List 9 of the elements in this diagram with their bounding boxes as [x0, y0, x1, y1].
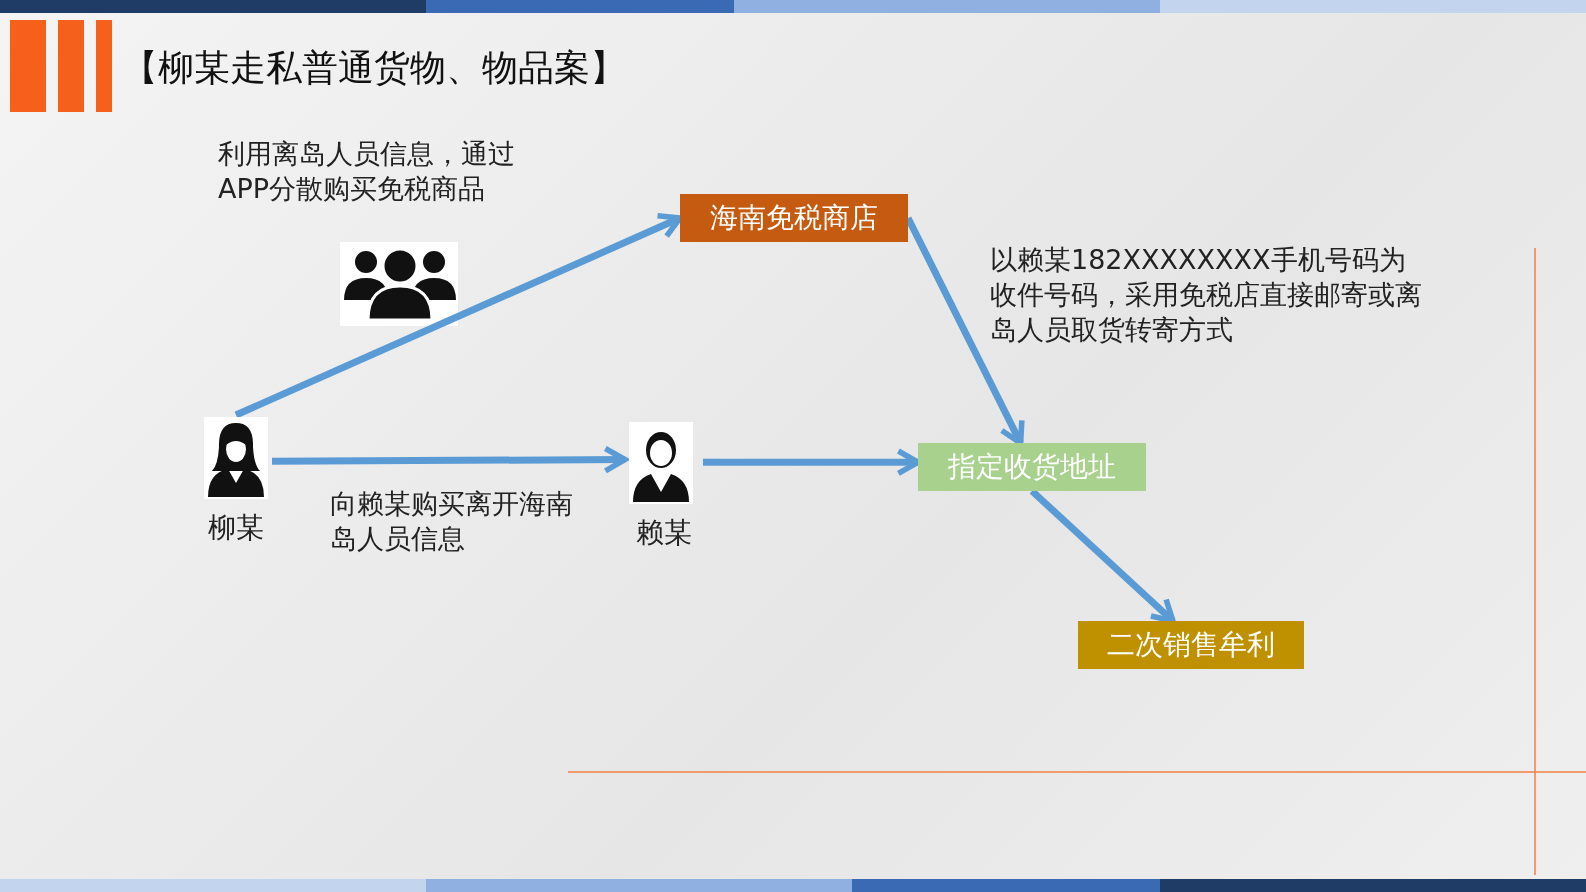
- slide-title: 【柳某走私普通货物、物品案】: [122, 46, 626, 90]
- process-box: 二次销售牟利: [1078, 621, 1304, 669]
- edge-label: 向赖某购买离开海南岛人员信息: [330, 487, 574, 556]
- edge-label: 以赖某182XXXXXXXX手机号码为收件号码，采用免税店直接邮寄或离岛人员取货转寄方式: [990, 243, 1423, 347]
- process-box: 海南免税商店: [680, 194, 908, 242]
- edge-label: 利用离岛人员信息，通过APP分散购买免税商品: [218, 137, 516, 206]
- process-box: 指定收货地址: [918, 443, 1146, 491]
- person-name: 柳某: [207, 510, 265, 546]
- person-name: 赖某: [635, 515, 693, 551]
